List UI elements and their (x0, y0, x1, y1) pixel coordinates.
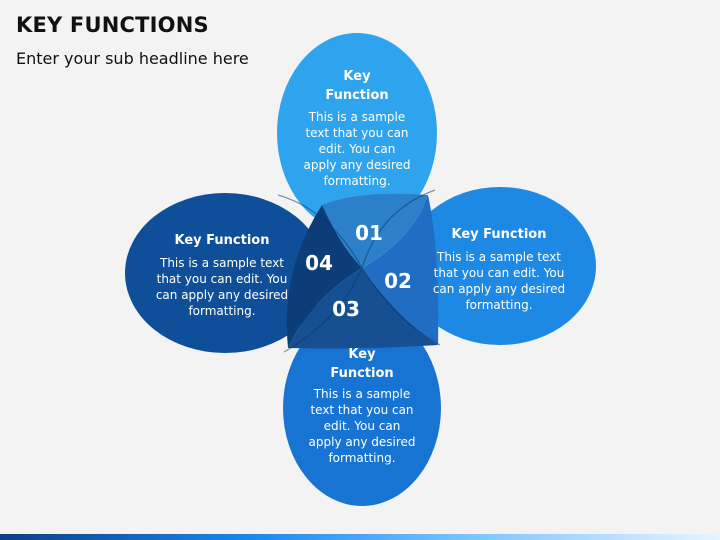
petal-left-text: Key Function This is a sample text that … (156, 233, 288, 318)
petal-top-heading-line-1: Key (343, 69, 371, 84)
petal-top-body-line-2: text that you can (305, 126, 408, 140)
petal-bottom-body-line-5: formatting. (328, 451, 395, 465)
petal-left-body-line-4: formatting. (188, 304, 255, 318)
petal-bottom-body-line-3: edit. You can (324, 419, 401, 433)
petal-top-body-line-3: edit. You can (319, 142, 396, 156)
petal-bottom-heading-line-1: Key (348, 347, 376, 362)
center-segment-02 (362, 195, 439, 345)
overlap-seams (277, 189, 441, 353)
center-segment-01 (322, 193, 428, 268)
petal-right-body-line-1: This is a sample text (436, 250, 561, 264)
petal-bottom (283, 310, 441, 506)
number-03: 03 (332, 297, 360, 321)
petal-right-body-line-2: that you can edit. You (434, 266, 565, 280)
petal-top-body-line-5: formatting. (323, 174, 390, 188)
petal-top-heading-line-2: Function (325, 88, 388, 103)
number-01: 01 (355, 221, 383, 245)
petal-bottom-body-line-2: text that you can (310, 403, 413, 417)
petal-left-body-line-1: This is a sample text (159, 256, 284, 270)
petal-bottom-body-line-1: This is a sample (313, 387, 411, 401)
petal-left-body-line-2: that you can edit. You (157, 272, 288, 286)
petal-right-body-line-3: can apply any desired (433, 282, 565, 296)
footer-gradient-bar (0, 534, 720, 540)
petal-right-text: Key Function This is a sample text that … (433, 227, 565, 312)
petal-right-body-line-4: formatting. (465, 298, 532, 312)
petal-right (404, 187, 596, 345)
page-title: KEY FUNCTIONS (16, 13, 209, 37)
petal-bottom-text: Key Function This is a sample text that … (309, 347, 416, 465)
number-02: 02 (384, 269, 412, 293)
petal-top-body-line-4: apply any desired (304, 158, 411, 172)
petal-top-body-line-1: This is a sample (308, 110, 406, 124)
petal-left-heading: Key Function (175, 233, 270, 248)
petal-left (125, 193, 325, 353)
petal-left-body-line-3: can apply any desired (156, 288, 288, 302)
number-04: 04 (305, 251, 333, 275)
petal-top (277, 33, 437, 233)
center-segment-04 (286, 205, 362, 348)
page-subtitle: Enter your sub headline here (16, 49, 249, 68)
petal-top-text: Key Function This is a sample text that … (304, 69, 411, 188)
center-segment-03 (288, 268, 438, 349)
petal-bottom-body-line-4: apply any desired (309, 435, 416, 449)
petal-right-heading: Key Function (452, 227, 547, 242)
petal-bottom-heading-line-2: Function (330, 366, 393, 381)
